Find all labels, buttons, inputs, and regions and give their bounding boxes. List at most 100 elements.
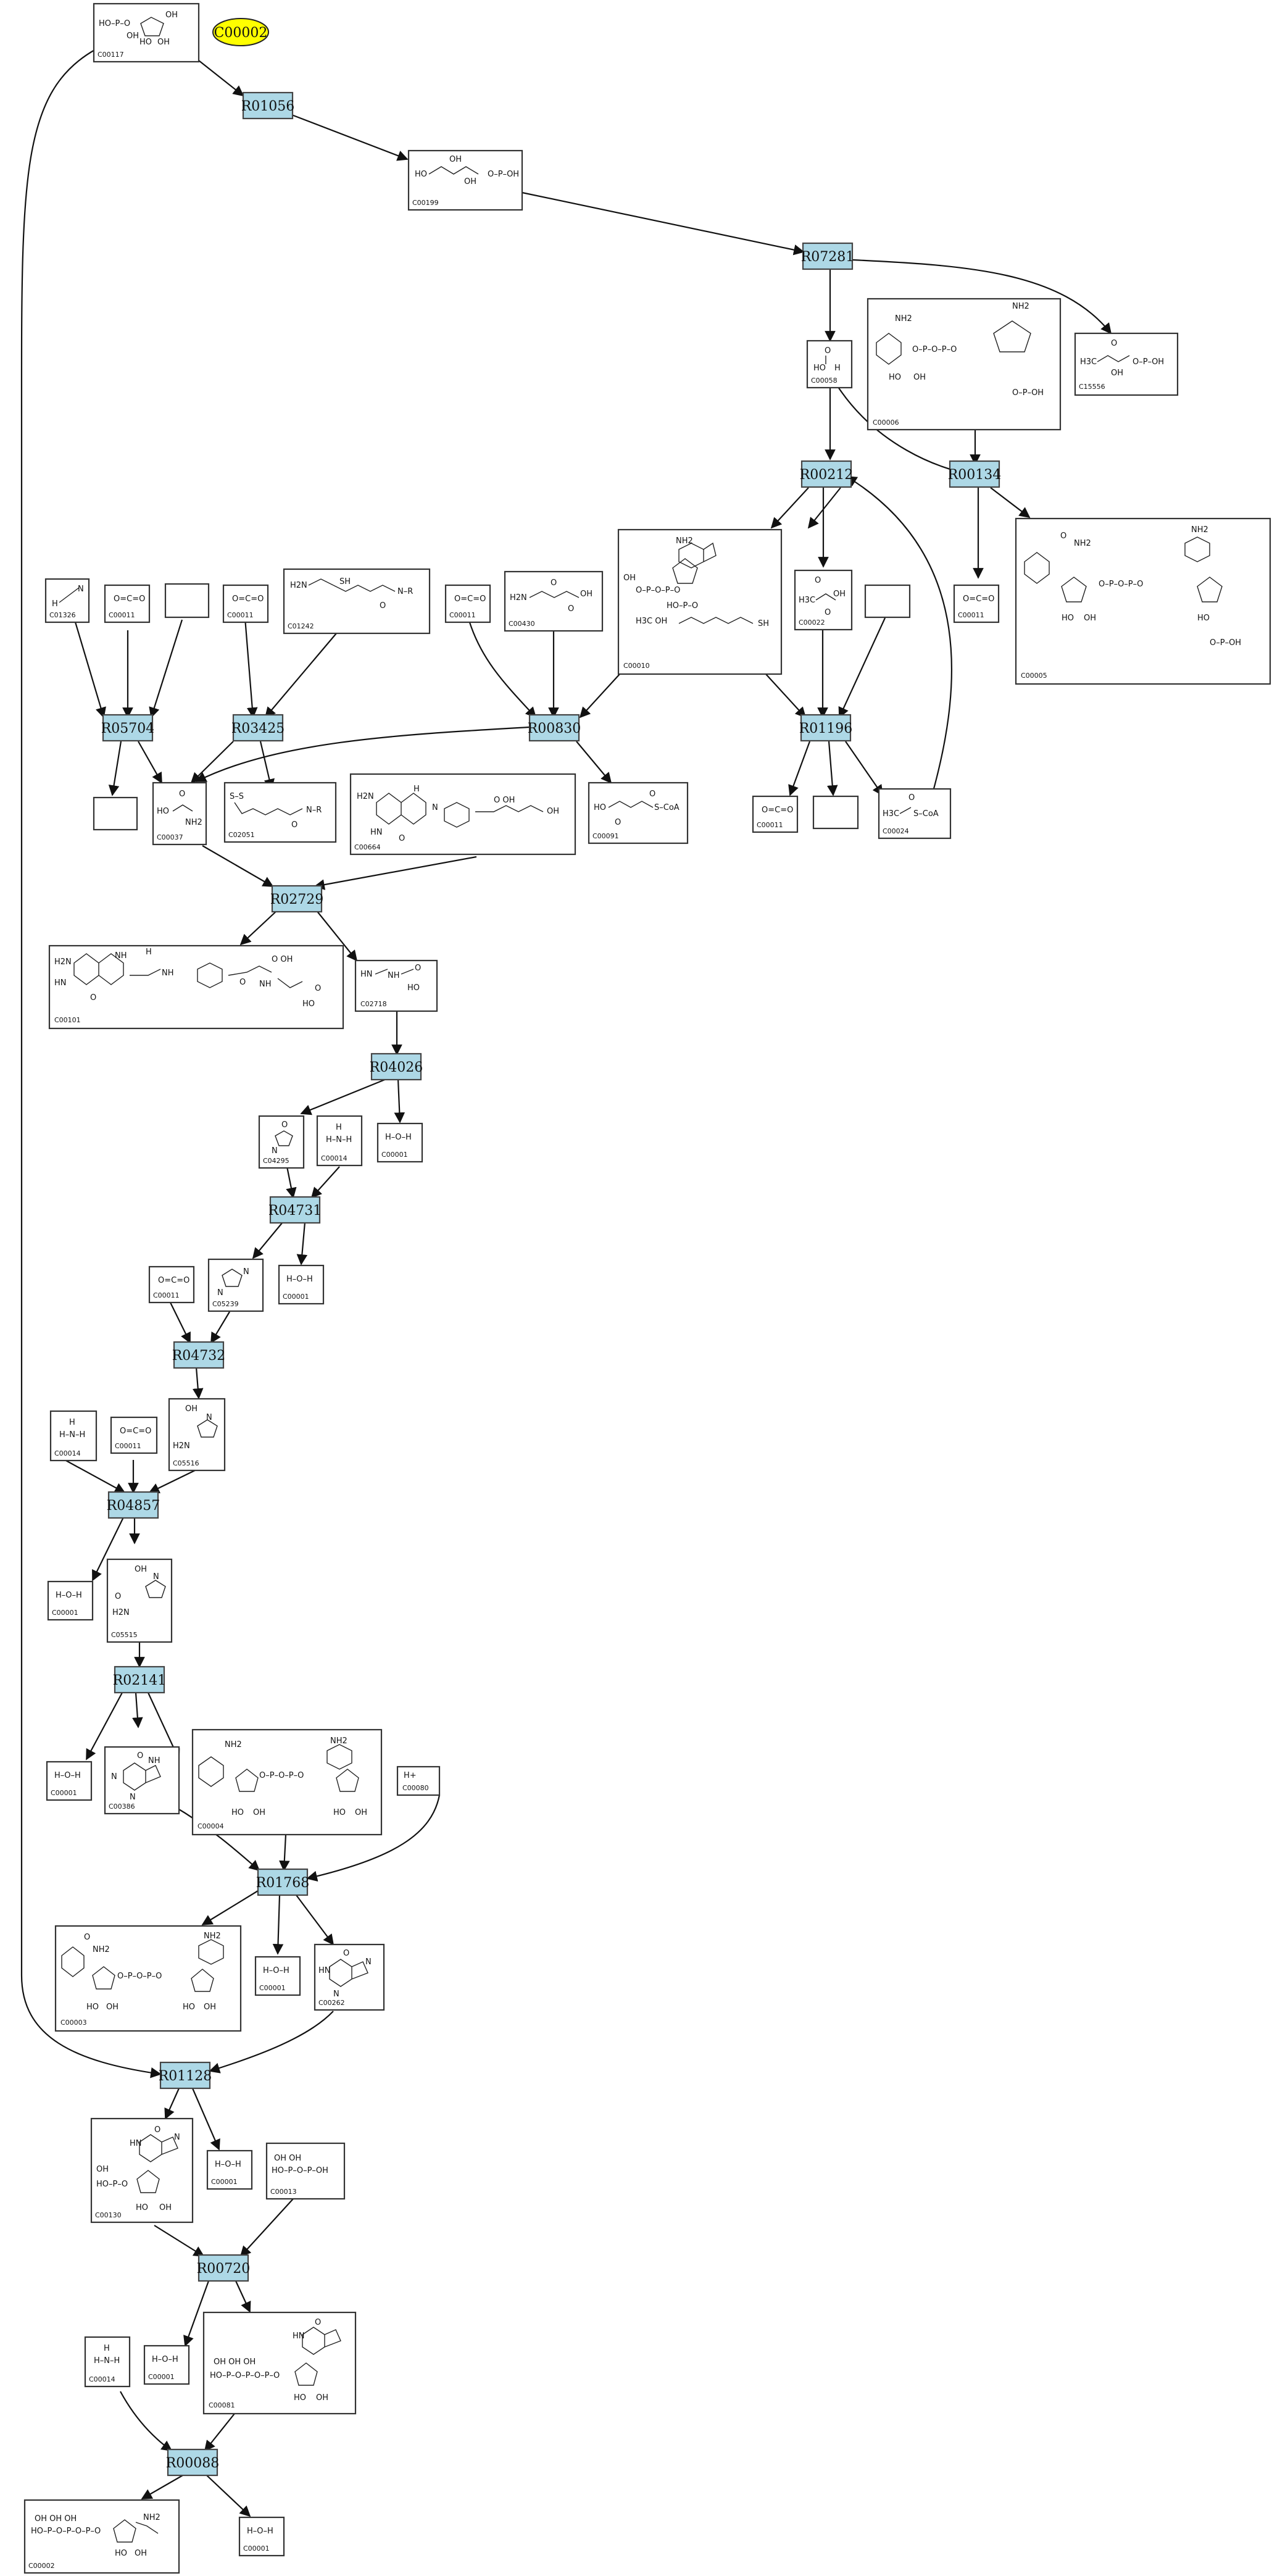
reaction-node[interactable]: R04732 (172, 1341, 226, 1369)
compound-node[interactable]: O HN N N C00262 (314, 1943, 385, 2011)
compound-node[interactable]: NH2 O–P–O–P–O NH2 HO OH O–P–OH C00006 (867, 298, 1062, 431)
edge (272, 1894, 284, 1955)
compound-node[interactable]: H3C O OH O–P–OH C15556 (1074, 332, 1179, 396)
svg-text:N: N (206, 1413, 212, 1422)
compound-node[interactable] (93, 796, 138, 831)
compound-node[interactable]: O=C=O C00011 (148, 1265, 195, 1304)
compound-node[interactable]: H2N H N O OH OH HN O C00664 (349, 773, 576, 856)
compound-node[interactable]: O=C=O C00011 (953, 584, 1000, 623)
compound-node[interactable] (164, 583, 210, 619)
compound-node[interactable]: O H3C OH O C00022 (794, 569, 853, 631)
svg-text:HO–P–O: HO–P–O (96, 2180, 128, 2189)
compound-node[interactable]: H H–N–H C00014 (316, 1115, 363, 1167)
edge (108, 741, 122, 796)
edge (770, 487, 809, 529)
reaction-node[interactable]: R07281 (801, 242, 855, 270)
compound-node[interactable] (864, 584, 911, 619)
reaction-label: R01128 (159, 2069, 212, 2084)
edge (259, 741, 275, 790)
compound-node[interactable]: H–O–H C00001 (47, 1580, 94, 1621)
reaction-node[interactable]: R02141 (113, 1665, 167, 1694)
svg-text:H3C: H3C (883, 809, 899, 819)
compound-node[interactable]: OH N O H2N C05515 (106, 1558, 173, 1643)
compound-node[interactable]: H–O–H C00001 (143, 2345, 190, 2385)
compound-node[interactable]: O=C=O C00011 (104, 584, 151, 623)
reaction-node[interactable]: R00134 (948, 460, 1002, 488)
molecule-structure: O HN N OH HO–P–O HO OH (96, 2125, 180, 2212)
compound-node[interactable]: O NH2 O–P–O–P–O NH2 HO OH HO O–P–OH C000… (1015, 517, 1271, 685)
compound-id: C01242 (288, 622, 314, 630)
svg-text:O–P–O–P–O: O–P–O–P–O (1099, 580, 1143, 589)
compound-node[interactable]: O=C=O C00011 (110, 1416, 158, 1454)
svg-text:HO–P–O: HO–P–O (99, 19, 130, 28)
compound-node[interactable]: O HN OH OH OH HO–P–O–P–O–P–O HO OH C0008… (202, 2311, 357, 2415)
compound-node[interactable]: H H–N–H C00014 (49, 1410, 98, 1462)
reaction-node[interactable]: R01128 (159, 2061, 212, 2090)
compound-node[interactable]: S–S N–R O C02051 (223, 782, 337, 843)
compound-node[interactable]: O=C=O C00011 (752, 795, 799, 833)
compound-node[interactable]: O N C04295 (258, 1115, 305, 1169)
compound-node[interactable]: O HO H C00058 (806, 340, 853, 389)
start-node[interactable]: C00002 (212, 18, 269, 46)
compound-node[interactable]: H–O–H C00001 (46, 1761, 93, 1801)
compound-node[interactable]: HO S–CoA O O C00091 (588, 782, 689, 844)
compound-id: C02718 (360, 1000, 387, 1008)
compound-node[interactable]: O NH2 O–P–O–P–O NH2 HO OH HO OH C00003 (54, 1925, 242, 2032)
compound-node[interactable]: O H3C S–CoA C00024 (878, 788, 952, 840)
compound-node[interactable]: O HN N OH HO–P–O HO OH C00130 (90, 2117, 194, 2224)
reaction-node[interactable]: R04857 (107, 1491, 160, 1519)
compound-node[interactable] (812, 795, 859, 830)
compound-node[interactable]: H H–N–H C00014 (84, 2336, 131, 2388)
svg-text:HO–P–O–P–OH: HO–P–O–P–OH (272, 2166, 328, 2175)
reaction-node[interactable]: R04026 (370, 1052, 423, 1081)
compound-node[interactable]: H N C01326 (44, 578, 90, 623)
reaction-node[interactable]: R01196 (799, 714, 853, 742)
compound-node[interactable]: H–O–H C00001 (238, 2516, 285, 2557)
compound-node[interactable]: O=C=O C00011 (222, 584, 269, 623)
compound-node[interactable]: H–O–H C00001 (254, 1956, 301, 1996)
molecule-structure: O=C=O (454, 594, 486, 604)
reaction-node[interactable]: R00830 (528, 714, 581, 742)
svg-text:N: N (217, 1288, 223, 1298)
compound-node[interactable]: H2N NH H HN O NH O O OH NH O HO C00101 (48, 944, 344, 1030)
reaction-node[interactable]: R02729 (270, 885, 324, 913)
compound-node[interactable]: H–O–H C00001 (376, 1122, 423, 1163)
compound-node[interactable]: O NH N N C00386 (104, 1746, 180, 1815)
reaction-node[interactable]: R00088 (166, 2448, 220, 2477)
svg-text:OH: OH (159, 2203, 172, 2212)
reaction-node[interactable]: R01768 (256, 1868, 310, 1896)
compound-node[interactable]: O=C=O C00011 (444, 584, 491, 623)
compound-node[interactable]: H+ C00080 (396, 1765, 441, 1796)
compound-id: C00058 (811, 377, 838, 385)
compound-node[interactable]: NH2 OH O–P–O–P–O HO–P–O H3C OH SH C00010 (617, 528, 783, 675)
compound-node[interactable]: H–O–H C00001 (278, 1264, 325, 1305)
compound-node[interactable]: NH2 O–P–O–P–O NH2 HO OH HO OH C00004 (191, 1728, 383, 1836)
svg-text:H3C: H3C (1080, 357, 1097, 367)
compound-id: C00011 (109, 611, 135, 619)
svg-text:NH2: NH2 (93, 1945, 110, 1954)
reaction-node[interactable]: R00212 (800, 460, 854, 488)
molecule-structure: O NH2 O–P–O–P–O NH2 HO OH HO OH (61, 1932, 224, 2012)
compound-node[interactable]: HO OH OH O–P–OH C00199 (407, 149, 523, 211)
reaction-node[interactable]: R03425 (231, 714, 285, 742)
compound-node[interactable]: N N C05239 (207, 1258, 264, 1312)
reaction-node[interactable]: R04731 (268, 1196, 322, 1224)
compound-node[interactable]: OH OH HO–P–O–P–OH C00013 (265, 2142, 346, 2200)
reaction-label: R04731 (268, 1203, 322, 1219)
compound-id: C00430 (509, 620, 535, 628)
compound-node[interactable]: OH N H2N C05516 (168, 1398, 226, 1472)
compound-node[interactable]: OH OH OH HO–P–O–P–O–P–O NH2 HO OH C00002 (23, 2499, 180, 2574)
compound-node[interactable]: H2N O OH O C00430 (504, 570, 604, 632)
reaction-label: R07281 (801, 249, 855, 265)
reaction-node[interactable]: R00720 (197, 2254, 251, 2282)
molecule-structure: O HO H (813, 346, 841, 373)
compound-node[interactable]: H2N SH N–R O C01242 (283, 568, 431, 635)
svg-text:O: O (815, 576, 821, 585)
reaction-node[interactable]: R01056 (241, 91, 295, 120)
compound-node[interactable]: O HO NH2 C00037 (152, 782, 207, 846)
compound-node[interactable]: HO–P–O OH OH HO OH C00117 (93, 2, 200, 63)
compound-node[interactable]: HN NH O HO C02718 (354, 959, 438, 1012)
compound-node[interactable]: H–O–H C00001 (206, 2149, 253, 2190)
reaction-node[interactable]: R05704 (101, 714, 155, 742)
